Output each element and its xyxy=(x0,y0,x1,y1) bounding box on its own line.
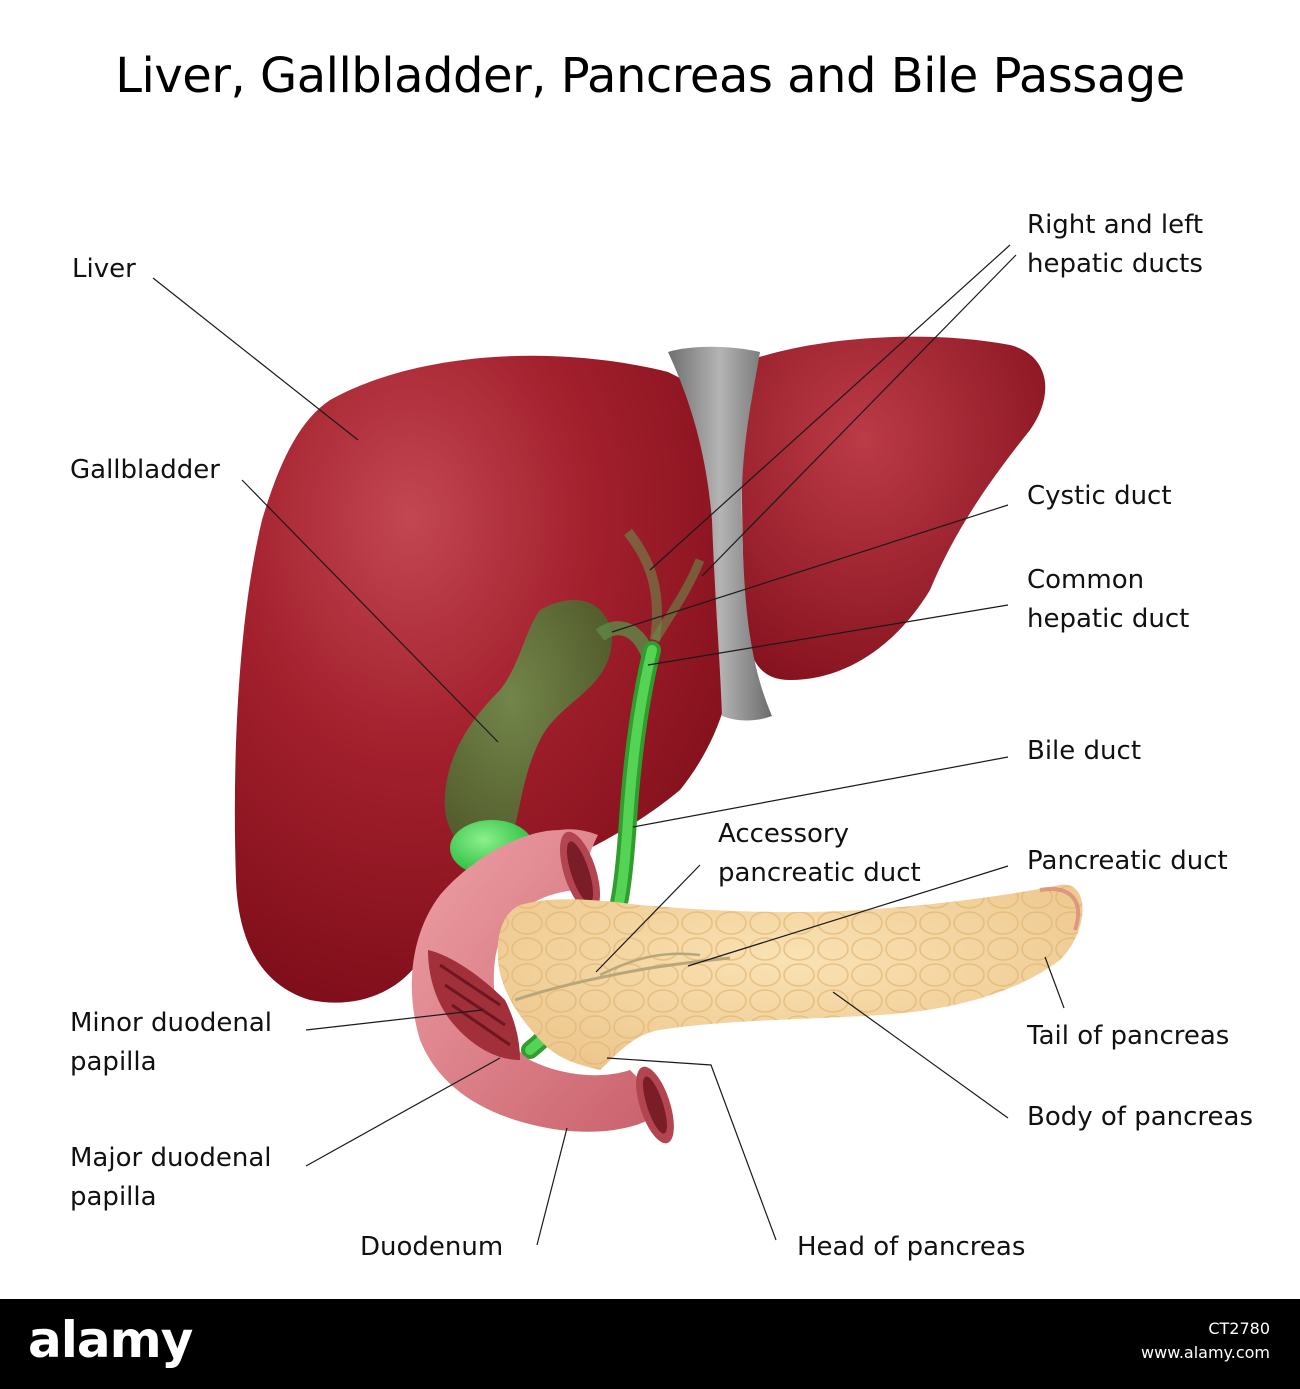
label-major-line2: papilla xyxy=(70,1182,157,1212)
label-cystic-duct: Cystic duct xyxy=(1027,481,1172,511)
leader-lines xyxy=(152,244,1065,1246)
label-head-of-pancreas: Head of pancreas xyxy=(797,1232,1026,1262)
label-minor-line2: papilla xyxy=(70,1047,157,1077)
label-tail-of-pancreas: Tail of pancreas xyxy=(1027,1021,1230,1051)
page-title: Liver, Gallbladder, Pancreas and Bile Pa… xyxy=(115,48,1185,104)
label-accessory-line1: Accessory xyxy=(718,819,849,849)
image-credit: CT2780 www.alamy.com xyxy=(1141,1317,1270,1365)
label-duodenum: Duodenum xyxy=(360,1232,504,1262)
label-hepatic-ducts-line2: hepatic ducts xyxy=(1027,249,1203,279)
image-id: CT2780 xyxy=(1208,1319,1270,1338)
label-major-duodenal-papilla: Major duodenal papilla xyxy=(70,1139,271,1217)
gallbladder-shape xyxy=(444,600,612,850)
label-common-hepatic-duct: Common hepatic duct xyxy=(1027,561,1189,639)
label-accessory-pancreatic-duct: Accessory pancreatic duct xyxy=(718,815,921,893)
duodenum-shape xyxy=(411,829,665,1132)
liver-right-lobe xyxy=(234,355,736,1003)
label-common-hepatic-line2: hepatic duct xyxy=(1027,604,1190,634)
label-major-line1: Major duodenal xyxy=(70,1143,272,1173)
anatomy-illustration xyxy=(152,244,1083,1246)
label-body-of-pancreas: Body of pancreas xyxy=(1027,1102,1254,1132)
label-accessory-line2: pancreatic duct xyxy=(718,858,921,888)
footer-bar: alamy CT2780 www.alamy.com xyxy=(0,1299,1300,1389)
falciform-ligament xyxy=(668,346,772,721)
label-hepatic-ducts-line1: Right and left xyxy=(1027,210,1204,240)
label-gallbladder: Gallbladder xyxy=(70,455,220,485)
label-pancreatic-duct: Pancreatic duct xyxy=(1027,846,1228,876)
label-bile-duct: Bile duct xyxy=(1027,736,1142,766)
site-url[interactable]: www.alamy.com xyxy=(1141,1343,1270,1362)
label-liver: Liver xyxy=(72,254,136,284)
label-common-hepatic-line1: Common xyxy=(1027,565,1145,595)
liver-left-lobe xyxy=(741,336,1046,680)
alamy-logo: alamy xyxy=(28,1311,193,1369)
label-minor-line1: Minor duodenal xyxy=(70,1008,273,1038)
label-minor-duodenal-papilla: Minor duodenal papilla xyxy=(70,1004,272,1082)
label-hepatic-ducts: Right and left hepatic ducts xyxy=(1027,206,1203,284)
